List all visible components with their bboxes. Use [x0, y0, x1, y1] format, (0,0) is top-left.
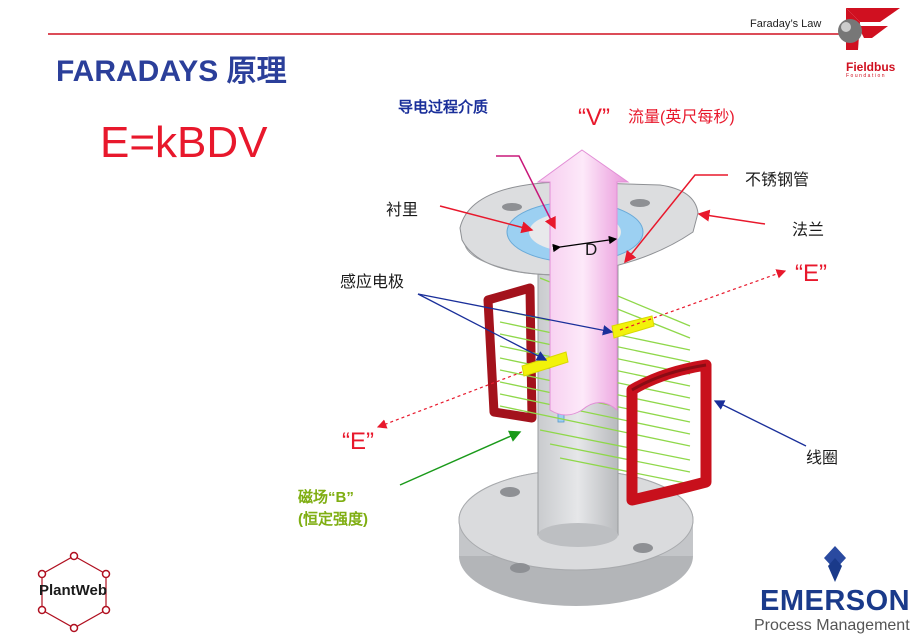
slide-title: FARADAYS 原理: [56, 55, 287, 88]
stainless-pipe-label: 不锈钢管: [745, 172, 810, 189]
magnetic-field-label: 磁场“B”: [298, 489, 354, 506]
emerson-logo-text: EMERSON: [760, 585, 911, 617]
flow-velocity-arrow: [536, 149, 630, 416]
emerson-logo-subtext: Process Management: [754, 617, 910, 634]
flange-pointer: [697, 209, 766, 225]
fieldbus-logo-mark: [838, 8, 900, 50]
coil-label: 线圈: [806, 450, 839, 467]
liner-pointer: [439, 205, 534, 234]
voltage-label-right: “E”: [795, 260, 827, 287]
liner-label: 衬里: [386, 202, 419, 219]
e-arrow-left: [376, 371, 523, 429]
fieldbus-logo-subtext: Foundation: [846, 73, 887, 79]
diameter-dimension: [552, 235, 618, 253]
e-arrow-right: [619, 269, 787, 331]
electrode-left: [521, 351, 569, 377]
fieldbus-logo-text: Fieldbus: [846, 60, 896, 74]
header-topic: Faraday’s Law: [750, 18, 822, 30]
electrode-pointer-left: [417, 293, 548, 361]
diameter-label: D: [585, 240, 598, 259]
flange-label: 法兰: [792, 222, 825, 239]
conductive-medium-label: 导电过程介质: [398, 99, 489, 116]
emerson-logo-mark: [824, 546, 846, 582]
electrode-pointer-right: [417, 293, 614, 336]
magnetic-field-sublabel: (恒定强度): [298, 511, 368, 528]
plantweb-logo-text: PlantWeb: [39, 582, 108, 599]
faraday-formula: E=kBDV: [100, 118, 268, 167]
flow-rate-label: 流量(英尺每秒): [628, 109, 735, 126]
coil-pointer: [713, 400, 807, 447]
voltage-label-left: “E”: [342, 428, 374, 455]
left-coil: [483, 283, 537, 423]
pipe-pointer: [624, 174, 728, 264]
conductive-medium-pointer: [496, 155, 556, 230]
plantweb-logo: [37, 551, 111, 633]
electrode-label: 感应电极: [340, 274, 405, 291]
velocity-label: “V”: [578, 104, 610, 131]
header-decoration: [48, 8, 900, 50]
field-pointer: [399, 430, 522, 486]
